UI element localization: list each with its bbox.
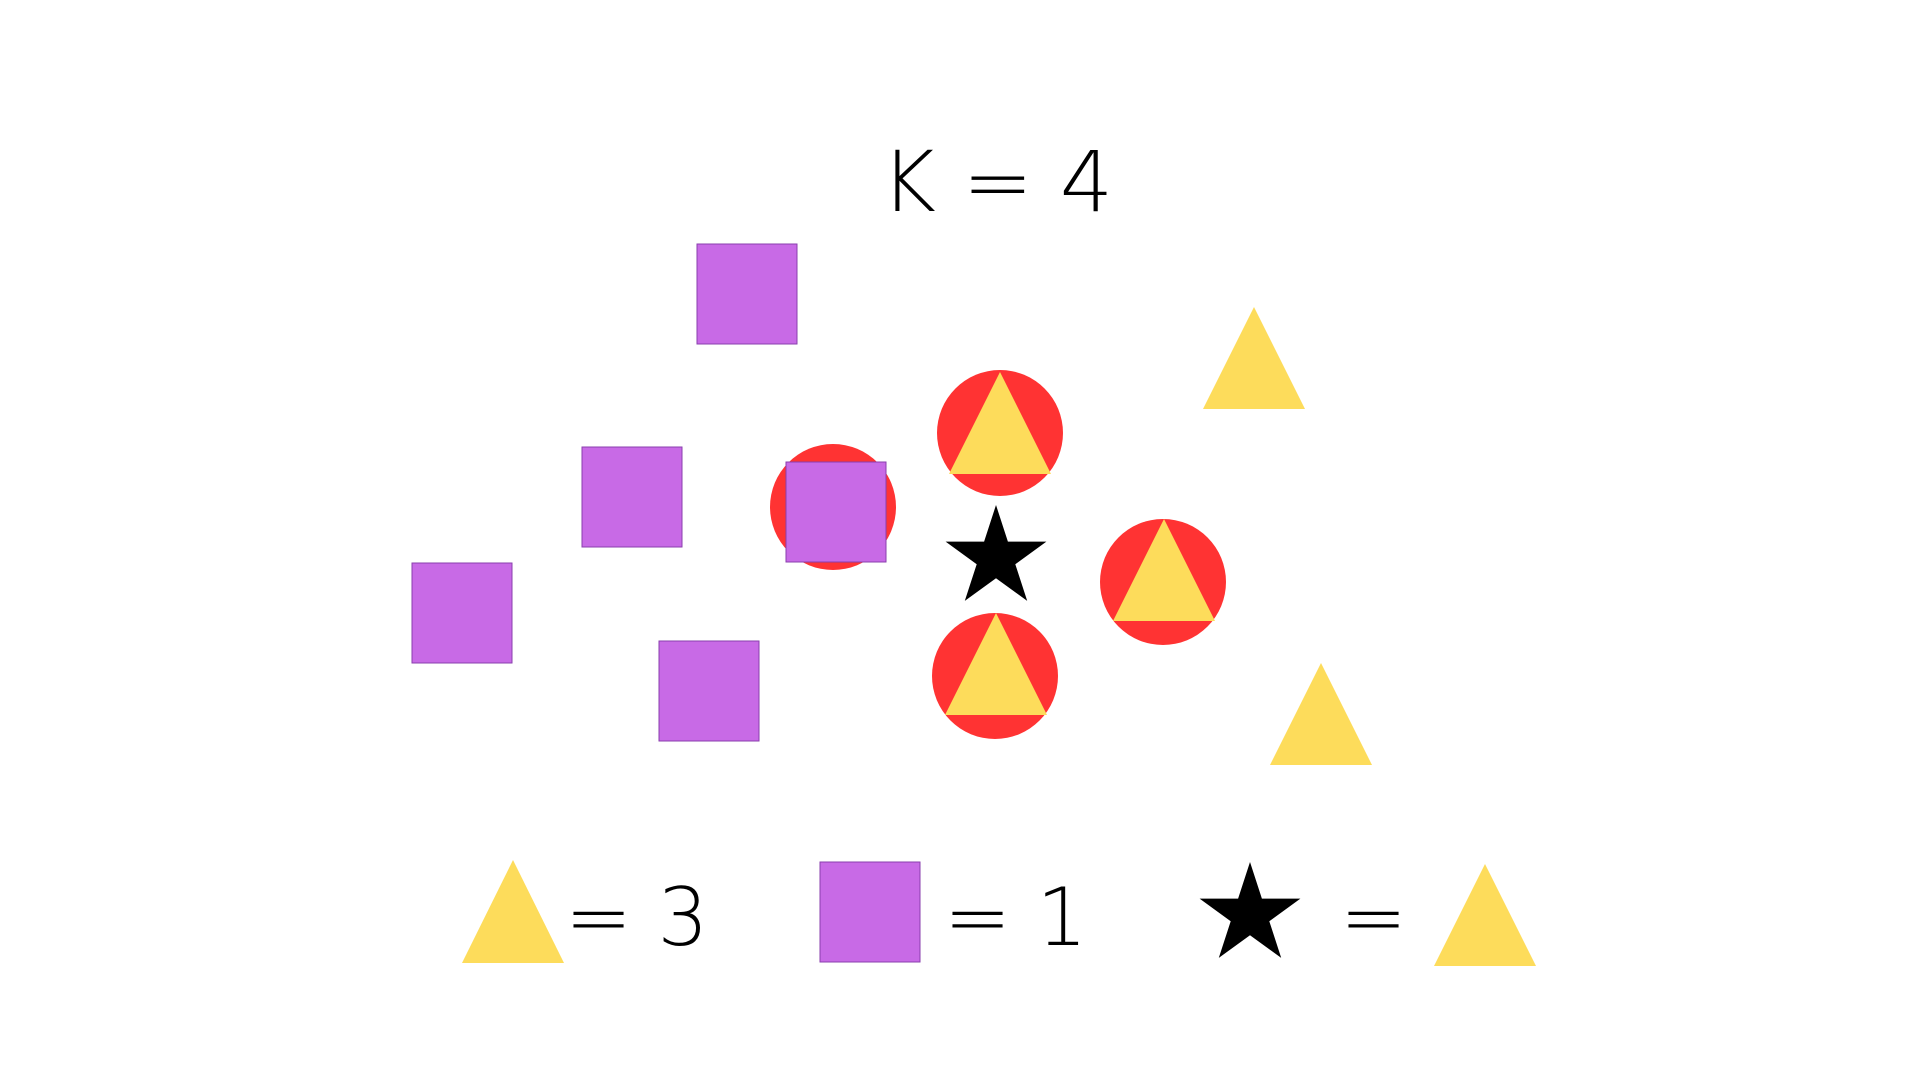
diagram-title: K = 4 xyxy=(881,133,1113,231)
triangle-point-3 xyxy=(945,613,1047,715)
square-point-3 xyxy=(411,562,513,664)
legend-triangle-icon xyxy=(462,860,564,963)
query-star xyxy=(945,505,1047,601)
square-point-2 xyxy=(581,446,683,548)
legend: = 3 = 1 = xyxy=(462,860,1536,966)
legend-triangle-label: = 3 xyxy=(565,871,708,964)
legend-star-icon xyxy=(1199,862,1301,958)
legend-star-result-triangle-icon xyxy=(1434,864,1536,966)
square-point-5 xyxy=(785,461,887,563)
legend-square-icon xyxy=(819,861,921,963)
legend-star-label: = xyxy=(1340,871,1407,964)
legend-square-label: = 1 xyxy=(944,871,1087,964)
square-point-1 xyxy=(696,243,798,345)
triangle-points xyxy=(945,307,1372,765)
square-point-4 xyxy=(658,640,760,742)
triangle-point-4 xyxy=(1203,307,1305,409)
square-points xyxy=(411,243,887,742)
triangle-point-2 xyxy=(1113,519,1215,621)
triangle-point-1 xyxy=(949,372,1051,474)
triangle-point-5 xyxy=(1270,663,1372,765)
